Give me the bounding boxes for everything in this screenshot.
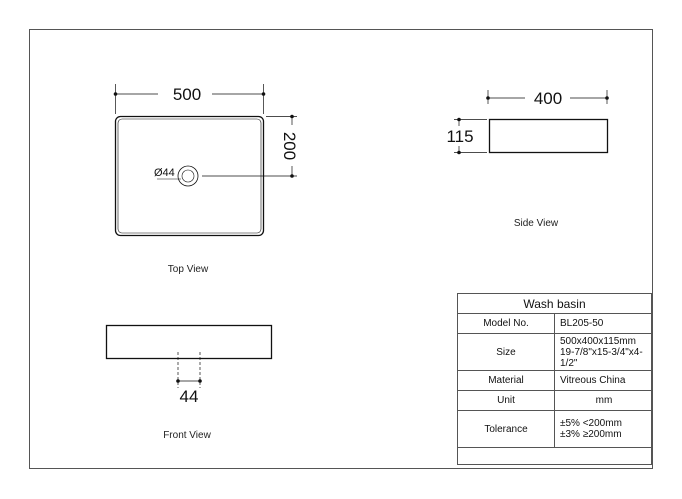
front-view: 44 Front View — [105, 324, 273, 441]
spec-table-title: Wash basin — [457, 293, 652, 314]
basin-outline-side — [488, 118, 609, 154]
row-value: 500x400x115mm 19-7/8"x15-3/4"x4-1/2" — [554, 333, 652, 371]
top-view-caption: Top View — [168, 264, 209, 275]
basin-outline-front — [105, 324, 273, 360]
drawing-frame — [29, 29, 653, 469]
row-value: mm — [554, 390, 652, 411]
side-view-caption: Side View — [514, 218, 559, 229]
row-label: Material — [457, 370, 555, 391]
top-width-dimension: 500 — [173, 85, 201, 104]
spec-table-title-row: Wash basin — [457, 293, 652, 314]
drain-diameter-label: Ø44 — [154, 167, 175, 179]
side-height-dimension: 115 — [446, 127, 473, 146]
front-drain-dimension: 44 — [180, 387, 199, 406]
table-row: Model No. BL205-50 — [457, 313, 652, 334]
row-value: ±5% <200mm ±3% ≥200mm — [554, 410, 652, 448]
side-view: 400 115 Side View — [446, 89, 609, 229]
drain-hole — [177, 165, 199, 187]
table-row: Unit mm — [457, 390, 652, 411]
side-length-dimension: 400 — [534, 89, 562, 108]
spec-table: Wash basin Model No. BL205-50 Size 500x4… — [457, 293, 652, 465]
tolerance-line: ±5% <200mm — [560, 418, 622, 429]
size-metric: 500x400x115mm — [560, 335, 636, 347]
row-label: Tolerance — [457, 410, 555, 448]
empty-cell — [457, 447, 652, 465]
table-row: Tolerance ±5% <200mm ±3% ≥200mm — [457, 410, 652, 448]
size-imperial: 19-7/8"x15-3/4"x4-1/2" — [560, 346, 643, 369]
row-value: Vitreous China — [554, 370, 652, 391]
table-row: Size 500x400x115mm 19-7/8"x15-3/4"x4-1/2… — [457, 333, 652, 371]
row-value: BL205-50 — [554, 313, 652, 334]
row-label: Size — [457, 333, 555, 371]
row-label: Model No. — [457, 313, 555, 334]
table-row: Material Vitreous China — [457, 370, 652, 391]
table-row-empty — [457, 447, 652, 465]
front-view-caption: Front View — [163, 430, 211, 441]
top-depth-dimension: 200 — [280, 132, 299, 160]
row-label: Unit — [457, 390, 555, 411]
top-view: 500 200 Ø44 Top View — [113, 84, 299, 275]
tolerance-line: ±3% ≥200mm — [560, 429, 622, 440]
